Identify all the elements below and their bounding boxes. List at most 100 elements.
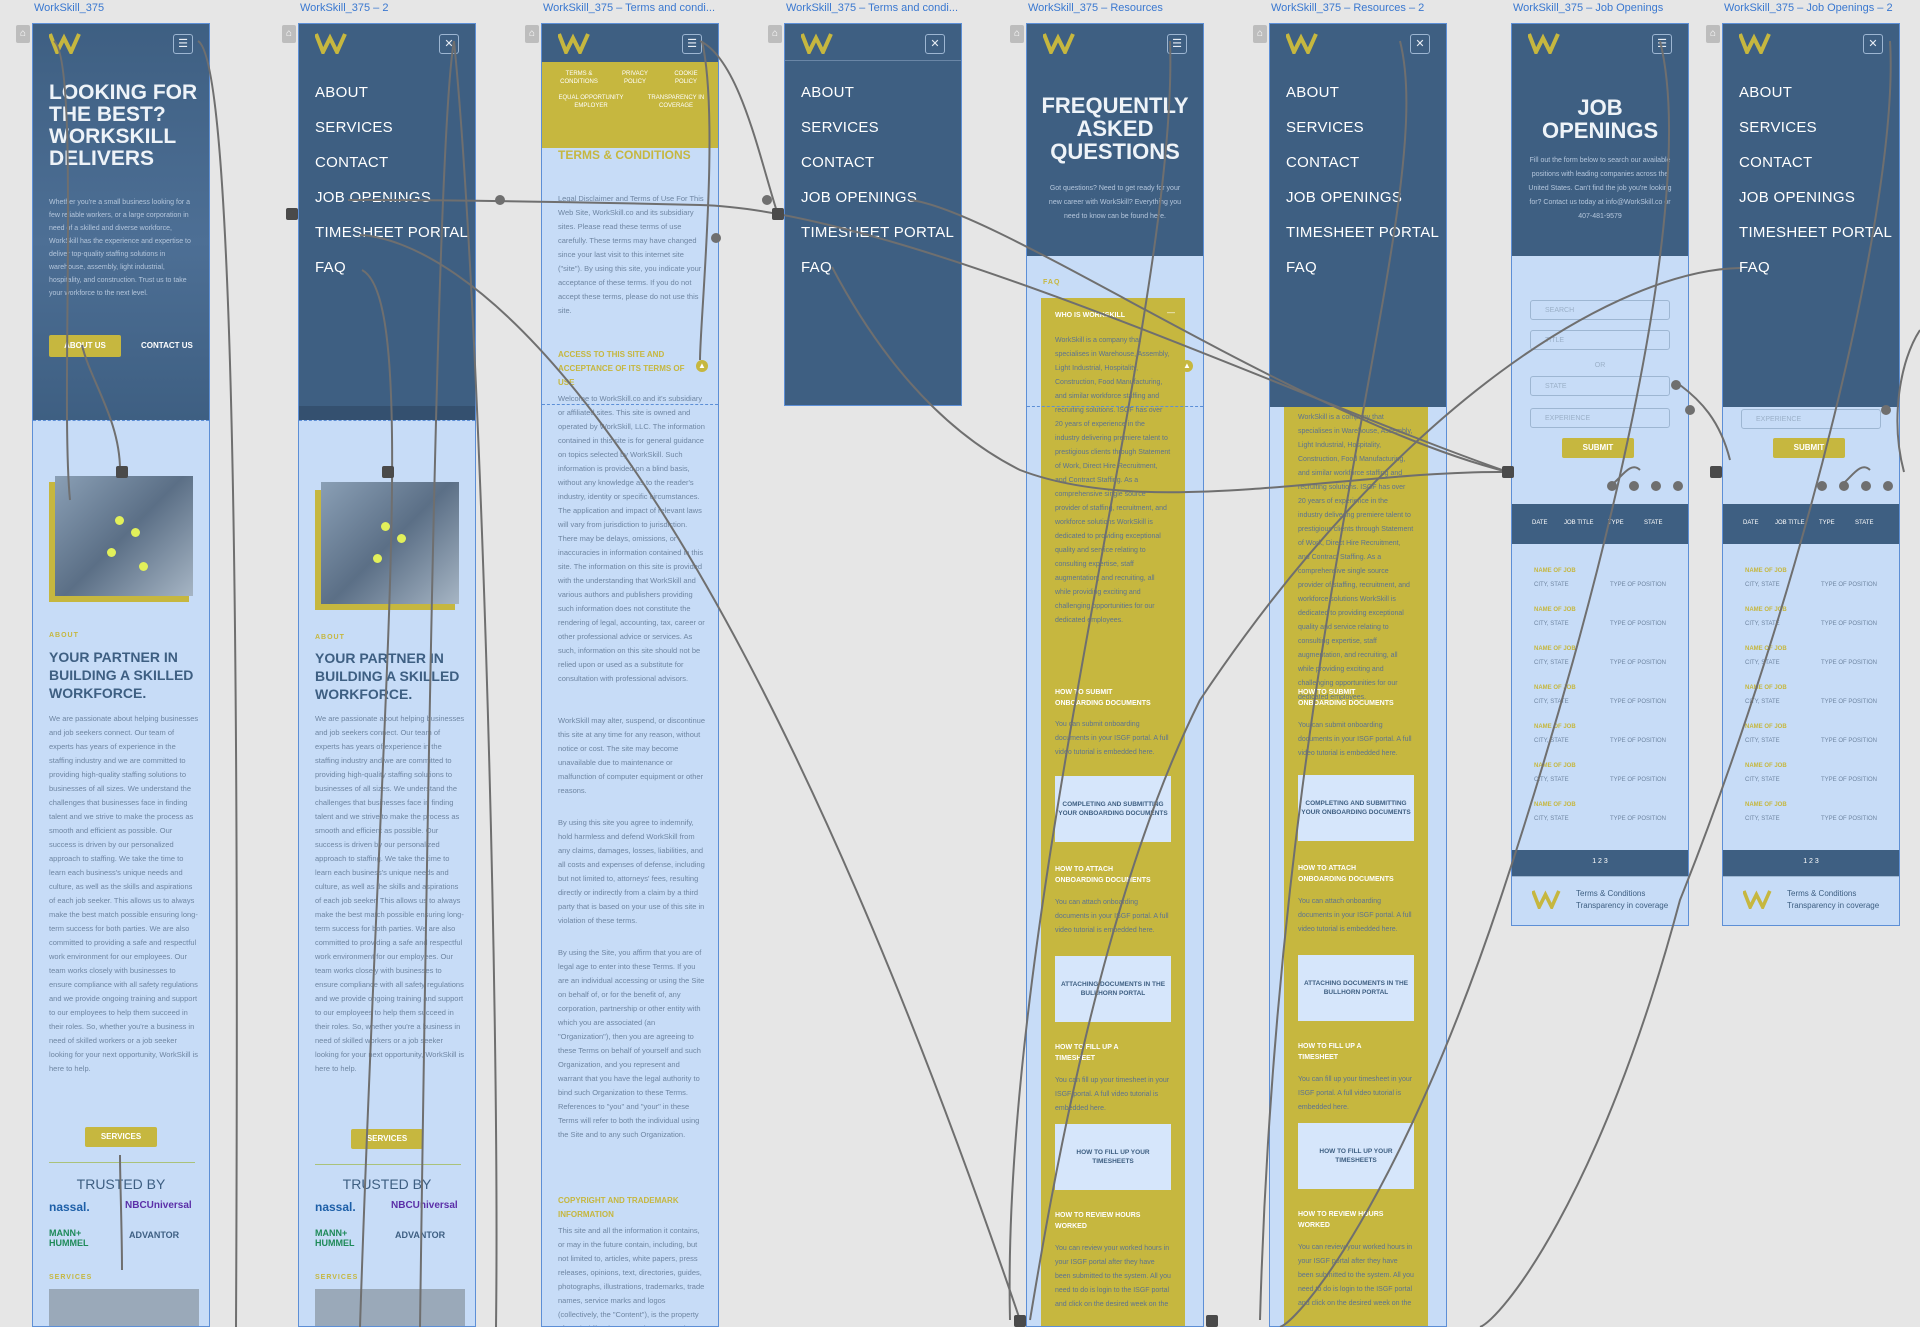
privacy-link[interactable]: PRIVACY POLICY bbox=[622, 71, 648, 85]
artboard-title[interactable]: WorkSkill_375 bbox=[34, 2, 105, 14]
contact-us-button[interactable]: CONTACT US bbox=[141, 341, 193, 350]
artboard-title[interactable]: WorkSkill_375 – Terms and condi... bbox=[786, 2, 959, 14]
job-name[interactable]: NAME OF JOB bbox=[1745, 607, 1787, 613]
faq-question[interactable]: HOW TO SUBMIT ONBOARDING DOCUMENTS bbox=[1055, 689, 1151, 707]
nav-timesheet-portal[interactable]: TIMESHEET PORTAL bbox=[315, 224, 469, 241]
faq-question[interactable]: HOW TO FILL UP A TIMESHEET bbox=[1298, 1043, 1362, 1061]
scroll-top-icon[interactable]: ▲ bbox=[1181, 360, 1193, 372]
workskill-logo[interactable] bbox=[1739, 32, 1777, 54]
job-name[interactable]: NAME OF JOB bbox=[1534, 763, 1576, 769]
close-icon[interactable]: ✕ bbox=[1863, 34, 1883, 54]
column-date[interactable]: DATE bbox=[1743, 520, 1759, 526]
transparency-link[interactable]: TRANSPARENCY IN COVERAGE bbox=[647, 95, 705, 109]
workskill-logo[interactable] bbox=[1286, 32, 1324, 54]
job-name[interactable]: NAME OF JOB bbox=[1534, 802, 1576, 808]
column-type[interactable]: TYPE bbox=[1819, 520, 1835, 526]
about-us-button[interactable]: ABOUT US bbox=[49, 335, 121, 357]
submit-button[interactable]: SUBMIT bbox=[1562, 438, 1634, 458]
workskill-logo[interactable] bbox=[1528, 32, 1566, 54]
menu-icon[interactable]: ☰ bbox=[173, 34, 193, 54]
home-icon[interactable]: ⌂ bbox=[16, 25, 30, 43]
footer-terms-link[interactable]: Terms & Conditions bbox=[1787, 889, 1857, 898]
column-state[interactable]: STATE bbox=[1855, 520, 1874, 526]
nav-about[interactable]: ABOUT bbox=[1286, 84, 1340, 101]
footer-terms-link[interactable]: Terms & Conditions bbox=[1576, 889, 1646, 898]
nav-job-openings[interactable]: JOB OPENINGS bbox=[1739, 189, 1856, 206]
home-icon[interactable]: ⌂ bbox=[1010, 25, 1024, 43]
column-state[interactable]: STATE bbox=[1644, 520, 1663, 526]
nav-job-openings[interactable]: JOB OPENINGS bbox=[1286, 189, 1403, 206]
nav-services[interactable]: SERVICES bbox=[1286, 119, 1364, 136]
nav-about[interactable]: ABOUT bbox=[1739, 84, 1793, 101]
services-button[interactable]: SERVICES bbox=[85, 1127, 157, 1147]
nav-contact[interactable]: CONTACT bbox=[1286, 154, 1360, 171]
scroll-top-icon[interactable]: ▲ bbox=[696, 360, 708, 372]
video-thumbnail[interactable]: COMPLETING AND SUBMITTING YOUR ONBOARDIN… bbox=[1055, 776, 1171, 842]
job-name[interactable]: NAME OF JOB bbox=[1745, 763, 1787, 769]
video-thumbnail[interactable]: ATTACHING DOCUMENTS IN THE BULLHORN PORT… bbox=[1298, 955, 1414, 1021]
faq-question[interactable]: HOW TO REVIEW HOURS WORKED bbox=[1298, 1211, 1384, 1229]
nav-services[interactable]: SERVICES bbox=[801, 119, 879, 136]
close-icon[interactable]: ✕ bbox=[925, 34, 945, 54]
artboard-title[interactable]: WorkSkill_375 – Job Openings bbox=[1513, 2, 1664, 14]
nav-timesheet-portal[interactable]: TIMESHEET PORTAL bbox=[1739, 224, 1893, 241]
artboard-title[interactable]: WorkSkill_375 – Job Openings – 2 bbox=[1724, 2, 1893, 14]
cookie-link[interactable]: COOKIE POLICY bbox=[674, 71, 698, 85]
artboard-title[interactable]: WorkSkill_375 – Terms and condi... bbox=[543, 2, 716, 14]
nav-faq[interactable]: FAQ bbox=[315, 259, 346, 276]
nav-contact[interactable]: CONTACT bbox=[801, 154, 875, 171]
column-title[interactable]: JOB TITLE bbox=[1775, 520, 1805, 526]
column-date[interactable]: DATE bbox=[1532, 520, 1548, 526]
menu-icon[interactable]: ☰ bbox=[1167, 34, 1187, 54]
faq-question[interactable]: HOW TO SUBMIT ONBOARDING DOCUMENTS bbox=[1298, 689, 1394, 707]
artboard-title[interactable]: WorkSkill_375 – 2 bbox=[300, 2, 389, 14]
services-button[interactable]: SERVICES bbox=[351, 1129, 423, 1149]
pagination[interactable]: 1 2 3 bbox=[1592, 858, 1608, 865]
pagination[interactable]: 1 2 3 bbox=[1803, 858, 1819, 865]
nav-faq[interactable]: FAQ bbox=[1739, 259, 1770, 276]
menu-icon[interactable]: ☰ bbox=[682, 34, 702, 54]
workskill-logo[interactable] bbox=[558, 32, 596, 54]
column-title[interactable]: JOB TITLE bbox=[1564, 520, 1594, 526]
workskill-logo[interactable] bbox=[315, 32, 353, 54]
job-name[interactable]: NAME OF JOB bbox=[1534, 607, 1576, 613]
nav-timesheet-portal[interactable]: TIMESHEET PORTAL bbox=[801, 224, 955, 241]
job-name[interactable]: NAME OF JOB bbox=[1745, 724, 1787, 730]
job-name[interactable]: NAME OF JOB bbox=[1745, 646, 1787, 652]
home-icon[interactable]: ⌂ bbox=[1706, 25, 1720, 43]
faq-question[interactable]: WHO IS WORKSKILL bbox=[1055, 312, 1125, 319]
workskill-logo[interactable] bbox=[1532, 889, 1566, 909]
artboard-title[interactable]: WorkSkill_375 – Resources – 2 bbox=[1271, 2, 1425, 14]
collapse-icon[interactable]: — bbox=[1167, 308, 1175, 317]
job-name[interactable]: NAME OF JOB bbox=[1534, 646, 1576, 652]
video-thumbnail[interactable]: HOW TO FILL UP YOUR TIMESHEETS bbox=[1298, 1123, 1414, 1189]
faq-question[interactable]: HOW TO ATTACH ONBOARDING DOCUMENTS bbox=[1298, 865, 1394, 883]
home-icon[interactable]: ⌂ bbox=[768, 25, 782, 43]
footer-transparency-link[interactable]: Transparency in coverage bbox=[1576, 901, 1669, 910]
workskill-logo[interactable] bbox=[1743, 889, 1777, 909]
artboard-title[interactable]: WorkSkill_375 – Resources bbox=[1028, 2, 1163, 14]
terms-link[interactable]: TERMS & CONDITIONS bbox=[560, 71, 598, 85]
workskill-logo[interactable] bbox=[1043, 32, 1081, 54]
experience-select[interactable]: EXPERIENCE bbox=[1530, 408, 1670, 428]
video-thumbnail[interactable]: COMPLETING AND SUBMITTING YOUR ONBOARDIN… bbox=[1298, 775, 1414, 841]
nav-services[interactable]: SERVICES bbox=[315, 119, 393, 136]
nav-services[interactable]: SERVICES bbox=[1739, 119, 1817, 136]
video-thumbnail[interactable]: HOW TO FILL UP YOUR TIMESHEETS bbox=[1055, 1124, 1171, 1190]
nav-job-openings[interactable]: JOB OPENINGS bbox=[801, 189, 918, 206]
nav-job-openings[interactable]: JOB OPENINGS bbox=[315, 189, 432, 206]
job-name[interactable]: NAME OF JOB bbox=[1534, 724, 1576, 730]
job-name[interactable]: NAME OF JOB bbox=[1745, 685, 1787, 691]
close-icon[interactable]: ✕ bbox=[1410, 34, 1430, 54]
nav-timesheet-portal[interactable]: TIMESHEET PORTAL bbox=[1286, 224, 1440, 241]
nav-faq[interactable]: FAQ bbox=[1286, 259, 1317, 276]
close-icon[interactable]: ✕ bbox=[439, 34, 459, 54]
job-name[interactable]: NAME OF JOB bbox=[1745, 568, 1787, 574]
faq-question[interactable]: HOW TO FILL UP A TIMESHEET bbox=[1055, 1044, 1119, 1062]
nav-faq[interactable]: FAQ bbox=[801, 259, 832, 276]
faq-question[interactable]: HOW TO ATTACH ONBOARDING DOCUMENTS bbox=[1055, 866, 1151, 884]
column-type[interactable]: TYPE bbox=[1608, 520, 1624, 526]
home-icon[interactable]: ⌂ bbox=[282, 25, 296, 43]
search-input[interactable]: SEARCH bbox=[1530, 300, 1670, 320]
home-icon[interactable]: ⌂ bbox=[525, 25, 539, 43]
